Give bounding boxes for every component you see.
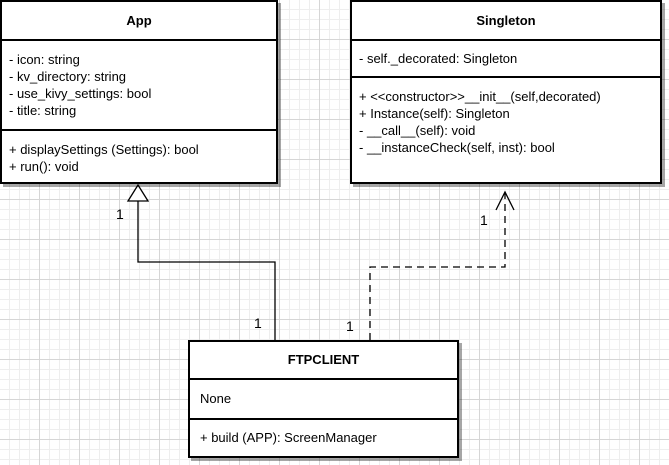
attribute: - use_kivy_settings: bool (9, 86, 152, 101)
attribute: - icon: string (9, 52, 80, 67)
class-ftpclient[interactable]: FTPCLIENT None + build (APP): ScreenMana… (188, 340, 459, 458)
class-app-attributes: - icon: string - kv_directory: string - … (2, 41, 276, 131)
class-app-name: App (2, 2, 276, 41)
class-singleton-attributes: - self._decorated: Singleton (352, 41, 660, 78)
method: + build (APP): ScreenManager (200, 430, 377, 445)
method: + displaySettings (Settings): bool (9, 142, 199, 157)
class-app-methods: + displaySettings (Settings): bool + run… (2, 131, 276, 175)
attribute: - title: string (9, 103, 77, 118)
method: + run(): void (9, 159, 79, 174)
generalization-source-multiplicity: 1 (254, 315, 262, 331)
method: + Instance(self): Singleton (359, 106, 510, 121)
dependency-arrowhead (495, 190, 515, 211)
attribute: None (200, 391, 232, 406)
class-singleton[interactable]: Singleton - self._decorated: Singleton +… (350, 0, 662, 184)
method: - __call__(self): void (359, 123, 476, 138)
class-singleton-name: Singleton (352, 2, 660, 41)
method: + <<constructor>>__init__(self,decorated… (359, 89, 601, 104)
method: - __instanceCheck(self, inst): bool (359, 140, 555, 155)
dependency-target-multiplicity: 1 (480, 212, 488, 228)
attribute: - kv_directory: string (9, 69, 127, 84)
class-singleton-methods: + <<constructor>>__init__(self,decorated… (352, 78, 660, 156)
dependency-source-multiplicity: 1 (346, 318, 354, 334)
dependency-line (369, 193, 506, 340)
class-ftpclient-name: FTPCLIENT (190, 342, 457, 380)
class-app[interactable]: App - icon: string - kv_directory: strin… (0, 0, 278, 184)
generalization-line (137, 200, 276, 340)
attribute: - self._decorated: Singleton (359, 51, 518, 66)
generalization-target-multiplicity: 1 (116, 206, 124, 222)
generalization-arrowhead (126, 183, 150, 202)
class-ftpclient-methods: + build (APP): ScreenManager (190, 420, 457, 446)
class-ftpclient-attributes: None (190, 380, 457, 420)
